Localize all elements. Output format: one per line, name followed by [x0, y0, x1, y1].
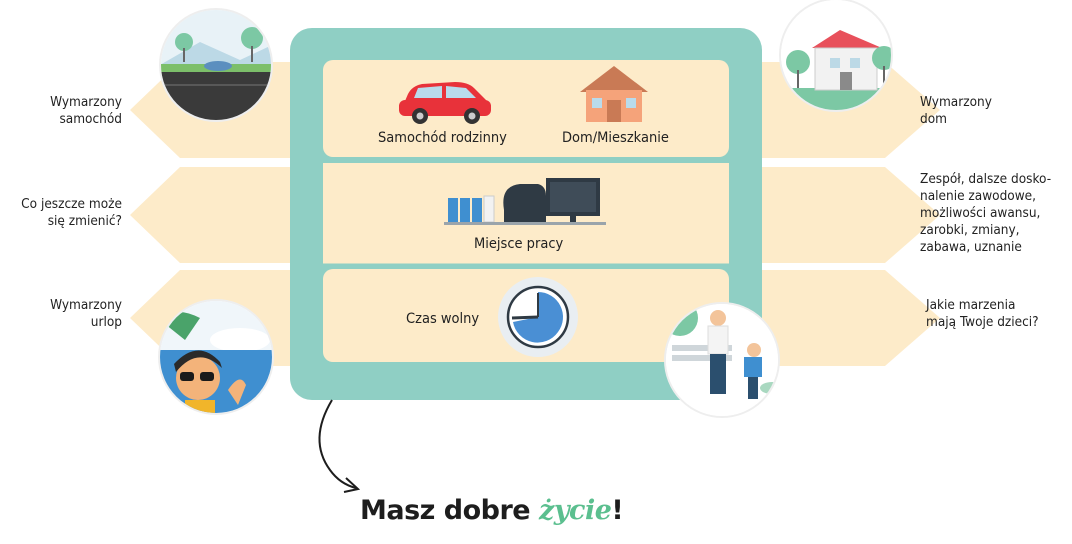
inner-label-family-car: Samochód rodzinny [378, 130, 507, 146]
right-band-middle [760, 167, 940, 263]
vacation-illustration [158, 299, 274, 415]
house-illustration [779, 0, 893, 112]
workplace-icon [444, 178, 606, 225]
clock-icon [498, 277, 578, 357]
title-accent: życie [539, 495, 612, 526]
family-illustration [664, 302, 780, 418]
label-dream-vacation: Wymarzony urlop [50, 297, 122, 330]
curved-arrow [318, 399, 361, 493]
label-dream-car: Wymarzony samochód [50, 94, 122, 127]
inner-label-free-time: Czas wolny [406, 311, 480, 327]
label-kids-dreams: Jakie marzenia mają Twoje dzieci? [926, 297, 1039, 330]
page-title: Masz dobre życie! [360, 495, 624, 526]
label-dream-home: Wymarzony dom [920, 94, 992, 127]
road-illustration [159, 8, 273, 122]
home-icon [580, 66, 648, 122]
inner-label-home: Dom/Mieszkanie [562, 130, 669, 146]
left-band-middle [130, 167, 300, 263]
right-band-bottom [760, 270, 940, 366]
inner-label-workplace: Miejsce pracy [474, 236, 564, 252]
label-work-aspects: Zespół, dalsze dosko- nalenie zawodowe, … [920, 171, 1052, 255]
label-what-can-change: Co jeszcze może się zmienić? [21, 196, 122, 229]
family-car-icon [399, 82, 491, 124]
